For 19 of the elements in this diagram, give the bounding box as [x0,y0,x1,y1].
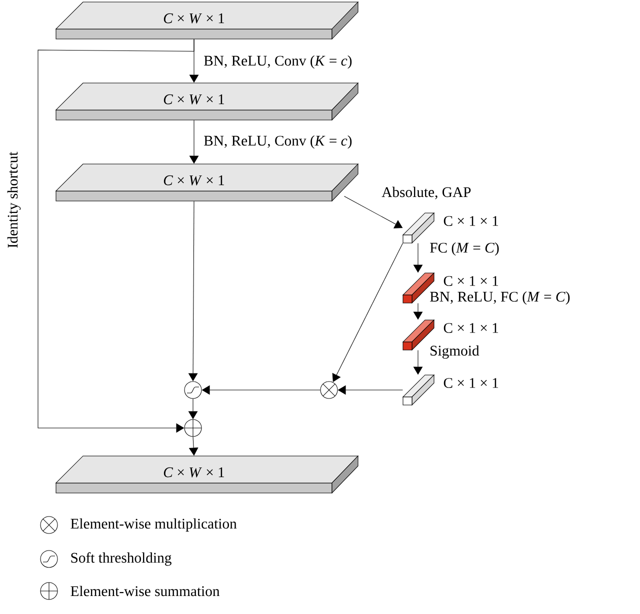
edge-label: Sigmoid [430,345,480,359]
size-label: C × 1 × 1 [444,323,498,333]
size-label: C × 1 × 1 [444,378,498,388]
edge-label: Absolute, GAP [382,186,471,200]
edge-label: BN, ReLU, Conv (K = c) [204,135,352,149]
legend-text: Element-wise multiplication [70,518,237,532]
multiplication-symbol [320,381,338,399]
legend-text: Element-wise summation [70,586,220,596]
edge-label: BN, ReLU, Conv (K = c) [204,55,352,69]
arrow [344,196,403,228]
edge-label: BN, ReLU, FC (M = C) [430,291,570,305]
legend-text: Soft thresholding [71,552,172,566]
arrow [38,39,194,433]
edge-label: FC (M = C) [430,242,499,256]
edge-label: Identity shortcut [7,152,21,248]
summation-symbol [184,419,202,437]
size-label: C × 1 × 1 [444,276,498,286]
soft-threshold-symbol [184,381,202,399]
size-label: C × 1 × 1 [444,216,498,226]
